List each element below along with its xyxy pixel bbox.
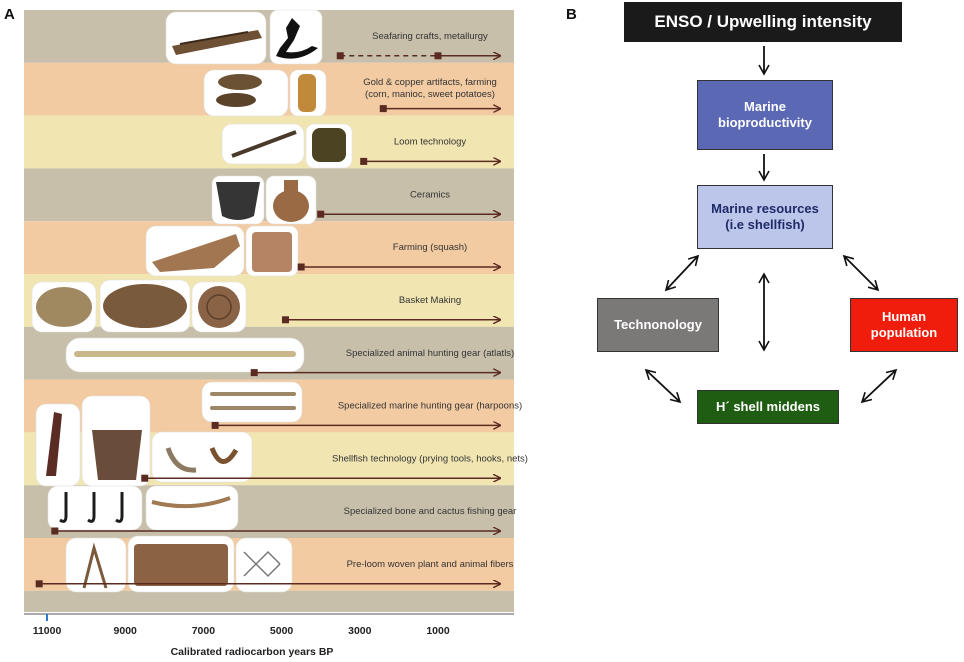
innovation-label: Seafaring crafts, metallurgy (372, 31, 488, 42)
innovation-start-marker (141, 474, 149, 482)
arrow-resources-technology (664, 254, 700, 292)
innovation-label: Loom technology (394, 137, 467, 148)
shell-middens-node: H´ shell middens (697, 390, 839, 424)
arrow-population-middens (860, 368, 898, 404)
net-fiber-photo (235, 537, 293, 593)
boat-icon (172, 30, 262, 55)
innovation-label: Gold & copper artifacts, farming(corn, m… (363, 77, 497, 100)
innovation-start-marker (282, 316, 290, 324)
axis-title: Calibrated radiocarbon years BP (171, 646, 334, 658)
innovation-label: Specialized bone and cactus fishing gear (344, 506, 517, 517)
fiber-photo (65, 537, 127, 593)
timeline-bottom-band (24, 590, 514, 612)
human-population-node: Human population (850, 298, 958, 352)
axis-tick-label: 5000 (270, 625, 294, 637)
technology-node: Technonology (597, 298, 719, 352)
bioproductivity-node: Marine bioproductivity (697, 80, 833, 150)
innovation-start-marker (434, 52, 442, 60)
innovation-start-marker (379, 105, 387, 113)
innovation-start-marker (336, 52, 344, 60)
axis-tick-label: 9000 (114, 625, 138, 637)
innovation-start-marker (35, 580, 43, 588)
innovation-label: Pre-loom woven plant and animal fibers (347, 559, 514, 570)
arrow-technology-middens (644, 368, 682, 404)
arrow-resources-population (842, 254, 880, 292)
innovation-label: Specialized animal hunting gear (atlatls… (346, 348, 514, 359)
axis-tick-label: 3000 (348, 625, 372, 637)
shell-hooks-photo (151, 431, 253, 483)
metal-figure-icon (276, 18, 318, 59)
innovation-label: Farming (squash) (393, 242, 467, 253)
innovation-start-marker (360, 157, 368, 165)
marine-resources-node: Marine resources (i.e shellfish) (697, 185, 833, 249)
bone-gear-photo (145, 485, 239, 531)
innovation-start-marker (317, 210, 325, 218)
innovation-label: Specialized marine hunting gear (harpoon… (338, 401, 522, 412)
enso-node: ENSO / Upwelling intensity (624, 2, 902, 42)
innovation-start-marker (297, 263, 305, 271)
innovation-start-marker (211, 421, 219, 429)
innovation-label: Ceramics (410, 189, 450, 200)
innovation-label: Shellfish technology (prying tools, hook… (332, 453, 528, 464)
axis-tick-label: 11000 (33, 625, 62, 637)
innovation-start-marker (51, 527, 59, 535)
innovation-start-marker (250, 369, 258, 377)
axis-tick-label: 1000 (426, 625, 450, 637)
panel-b-letter: B (566, 6, 577, 23)
panel-a-letter: A (4, 6, 15, 23)
axis-tick-label: 7000 (192, 625, 216, 637)
timeline-band (24, 10, 514, 63)
innovation-label: Basket Making (399, 295, 461, 306)
